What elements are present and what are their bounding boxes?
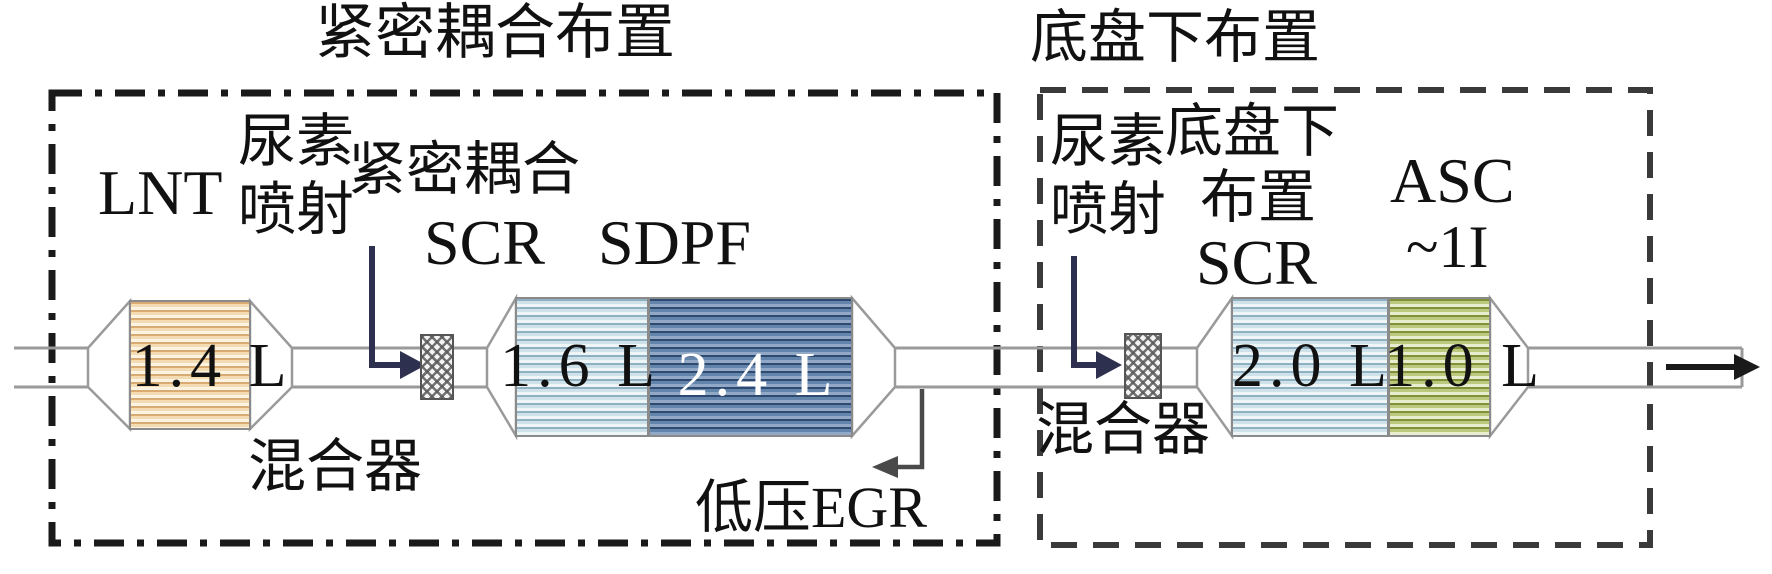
underfloor-region-box [1037, 87, 1653, 548]
urea-label-right-line2: 喷射 [1049, 177, 1166, 242]
close-coupled-scr-prefix-label: 紧密耦合 [348, 137, 581, 202]
mixer-left [420, 334, 454, 400]
sdpf-volume: 2.4 L [677, 341, 839, 409]
asc-volume: 1.0 L [1384, 332, 1545, 400]
exhaust-outlet-arrow [1666, 354, 1760, 380]
urea-injection-arrow-left [369, 246, 426, 379]
egr-branch-arrow [872, 389, 925, 478]
sdpf-catalyst-body [648, 297, 853, 437]
underfloor-section-title: 底盘下布置 [1029, 5, 1320, 70]
urea-label-left-line1: 尿素 [237, 109, 354, 174]
lnt-label: LNT [98, 157, 223, 228]
lnt-catalyst-body [129, 300, 251, 430]
underfloor-scr-catalyst-body [1231, 297, 1389, 437]
asc-catalyst-body [1388, 297, 1491, 437]
urea-label-right-line1: 尿素 [1049, 109, 1166, 174]
close-coupled-region-box [48, 89, 1001, 547]
mixer-label-right: 混合器 [1036, 397, 1211, 462]
mixer-label-left: 混合器 [248, 434, 423, 499]
asc-label: ASC [1390, 145, 1515, 216]
underfloor-scr-label-line1: 底盘下 [1165, 99, 1340, 164]
mixer-right [1124, 333, 1162, 399]
low-pressure-egr-label: 低压EGR [695, 475, 928, 540]
close-coupled-scr-label: SCR [424, 207, 545, 278]
urea-injection-arrow-right [1071, 256, 1122, 379]
sdpf-label: SDPF [598, 207, 751, 278]
sdpf-outlet-cone [850, 294, 897, 440]
underfloor-scr-label: SCR [1196, 227, 1317, 298]
close-coupled-scr-volume: 1.6 L [500, 332, 661, 400]
close-coupled-section-title: 紧密耦合布置 [315, 0, 675, 66]
underfloor-scr-label-line2: 布置 [1200, 165, 1317, 230]
lnt-volume: 1.4 L [131, 332, 293, 400]
underfloor-scr-volume: 2.0 L [1232, 332, 1393, 400]
urea-label-left-line2: 喷射 [237, 177, 354, 242]
asc-volume-note: ~1I [1406, 214, 1489, 280]
